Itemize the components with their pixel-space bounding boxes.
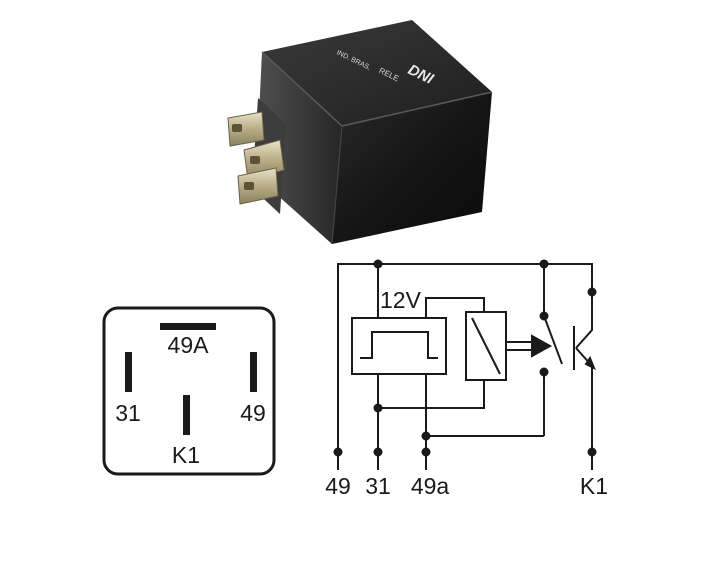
voltage-label: 12V: [380, 287, 422, 313]
relay-side-face: [256, 52, 342, 244]
relay-pin-lower: [237, 167, 279, 205]
terminal-49-label: 49: [325, 473, 351, 499]
relay-pin-upper: [227, 111, 265, 147]
switch-k1-arrow: [584, 355, 596, 371]
switch-k1-upper: [575, 292, 593, 349]
junction-dots: [333, 259, 597, 457]
switch-blade-a: [543, 315, 563, 365]
terminal-49a-label: 49a: [411, 473, 450, 499]
pin-49-label: 49: [240, 400, 266, 426]
junction-contact-lower: [539, 367, 549, 377]
relay-top-face: [262, 20, 492, 126]
junction-49a-contact: [421, 431, 431, 441]
junction-top-31: [373, 259, 383, 269]
pin-49-blade: [250, 352, 257, 392]
timer-pulse-symbol: [360, 331, 438, 359]
terminal-k1-dot: [587, 447, 597, 457]
pin-49a-label: 49A: [168, 332, 210, 358]
pin-k1-blade: [183, 395, 190, 435]
relay-coil: [465, 311, 507, 381]
junction-k1-top: [587, 287, 597, 297]
wire-31-coil: [378, 380, 485, 409]
junction-contact-upper: [539, 311, 549, 321]
terminal-49-dot: [333, 447, 343, 457]
pin-k1-label: K1: [172, 442, 200, 468]
mechanical-link-arrow: [531, 334, 553, 358]
junction-31-coil: [373, 403, 383, 413]
pin-49a-blade: [160, 323, 216, 330]
relay-coil-diagonal: [471, 317, 501, 375]
relay-front-face: [332, 92, 492, 244]
pin-31-label: 31: [115, 400, 141, 426]
pin-31-blade: [125, 352, 132, 392]
pinout-outline: [102, 306, 276, 476]
terminal-49a-dot: [421, 447, 431, 457]
terminal-31-label: 31: [365, 473, 391, 499]
terminal-31-dot: [373, 447, 383, 457]
junction-top-contact: [539, 259, 549, 269]
wire-top-rail: [337, 263, 593, 470]
timer-module: [351, 317, 447, 375]
wire-12v-coil: [425, 297, 485, 318]
pinout-diagram: [102, 306, 276, 476]
relay-photo: DNI RELE IND. BRAS.: [227, 20, 493, 245]
terminal-k1-label: K1: [580, 473, 608, 499]
schematic: [337, 263, 596, 470]
